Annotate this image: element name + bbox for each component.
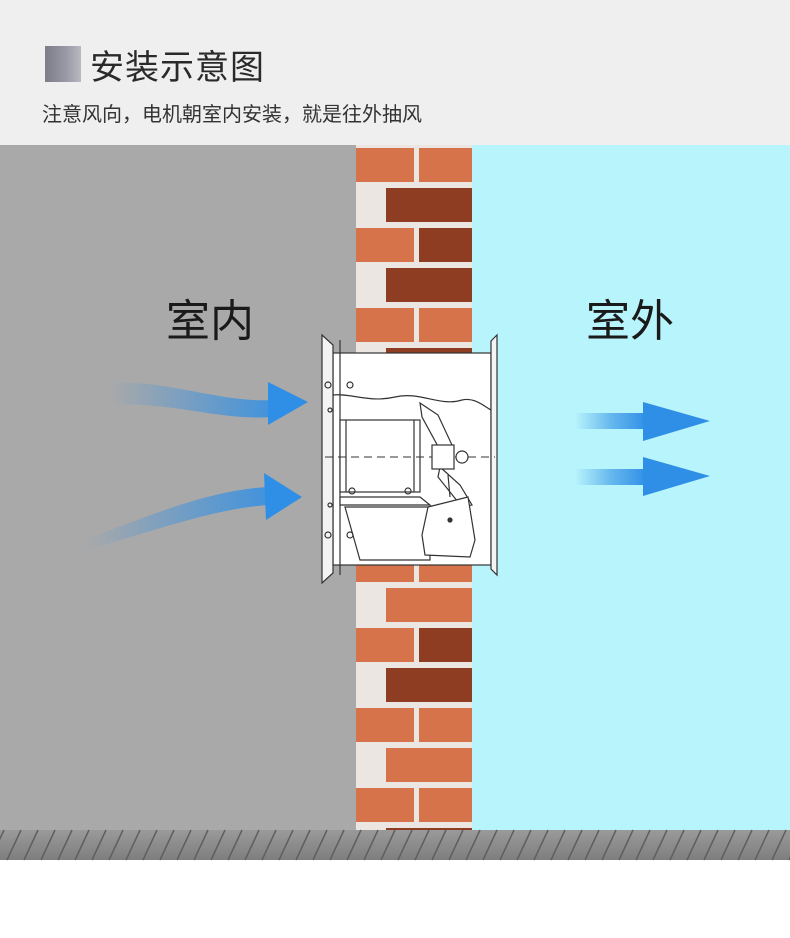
brick (386, 268, 472, 302)
floor-hatch-line (448, 829, 464, 861)
floor-hatch-line (567, 829, 583, 861)
floor-hatch-line (601, 829, 617, 861)
installation-diagram: 室内 室外 (0, 145, 790, 938)
floor-hatch-line (57, 829, 73, 861)
brick (386, 748, 472, 782)
floor-hatch-line (295, 829, 311, 861)
floor-hatch-line (550, 829, 566, 861)
floor-hatch-line (329, 829, 345, 861)
diagram-canvas (0, 145, 790, 861)
floor-hatch-line (74, 829, 90, 861)
floor-hatch-line (686, 829, 702, 861)
brick (356, 788, 414, 822)
floor-hatch-line (142, 829, 158, 861)
brick (386, 188, 472, 222)
floor-hatch-line (346, 829, 362, 861)
title-marker (45, 46, 81, 82)
page-subtitle: 注意风向，电机朝室内安装，就是往外抽风 (42, 102, 422, 126)
floor-hatch-line (91, 829, 107, 861)
floor-hatch-line (227, 829, 243, 861)
floor-hatch-line (312, 829, 328, 861)
floor-hatch-line (159, 829, 175, 861)
brick (419, 788, 472, 822)
floor-hatch-line (584, 829, 600, 861)
brick (419, 708, 472, 742)
header: 安装示意图 注意风向，电机朝室内安装，就是往外抽风 (0, 0, 790, 145)
brick (386, 828, 472, 830)
brick (419, 148, 472, 182)
floor-hatch-line (6, 829, 22, 861)
floor-hatch-line (533, 829, 549, 861)
floor-hatch-line (737, 829, 753, 861)
brick (386, 668, 472, 702)
floor-hatch-line (0, 829, 5, 841)
floor-hatch-line (516, 829, 532, 861)
floor-hatch-line (414, 829, 430, 861)
floor-hatch-line (499, 829, 515, 861)
brick (356, 708, 414, 742)
outdoor-label: 室外 (586, 296, 674, 347)
floor-hatch-line (635, 829, 651, 861)
brick (356, 308, 414, 342)
floor-hatch-line (703, 829, 719, 861)
floor-hatch-line (363, 829, 379, 861)
brick (419, 228, 472, 262)
floor-hatch-line (720, 829, 736, 861)
floor-hatch-line (40, 829, 56, 861)
floor (0, 829, 790, 861)
floor-hatch-line (669, 829, 685, 861)
brick (356, 228, 414, 262)
floor-hatch-line (431, 829, 447, 861)
airflow-out-arrow-bottom (575, 457, 710, 496)
airflow-out-arrow-top (575, 402, 710, 441)
brick (419, 628, 472, 662)
floor-hatch-line (652, 829, 668, 861)
airflow-in-arrow-top (110, 382, 308, 425)
floor-hatch-line (210, 829, 226, 861)
floor-hatch-line (261, 829, 277, 861)
airflow-in-arrow-bottom (85, 473, 302, 550)
floor-hatch-line (754, 829, 770, 861)
brick (419, 308, 472, 342)
floor-hatch-line (108, 829, 124, 861)
indoor-label: 室内 (166, 296, 254, 347)
indoor-zone (0, 145, 356, 833)
floor-hatch-line (397, 829, 413, 861)
floor-hatch-line (278, 829, 294, 861)
floor-hatch-line (380, 829, 396, 861)
floor-hatch-line (771, 829, 787, 861)
floor-hatch-line (244, 829, 260, 861)
exhaust-fan-unit (321, 333, 498, 585)
floor-hatch-line (193, 829, 209, 861)
floor-hatch-line (176, 829, 192, 861)
brick (356, 148, 414, 182)
floor-hatch-line (465, 829, 481, 861)
page-title: 安装示意图 (90, 48, 265, 88)
brick (356, 628, 414, 662)
floor-hatch-line (23, 829, 39, 861)
floor-hatch-line (482, 829, 498, 861)
floor-hatch-line (618, 829, 634, 861)
floor-hatch-line (125, 829, 141, 861)
outdoor-zone (472, 145, 790, 833)
brick (386, 588, 472, 622)
